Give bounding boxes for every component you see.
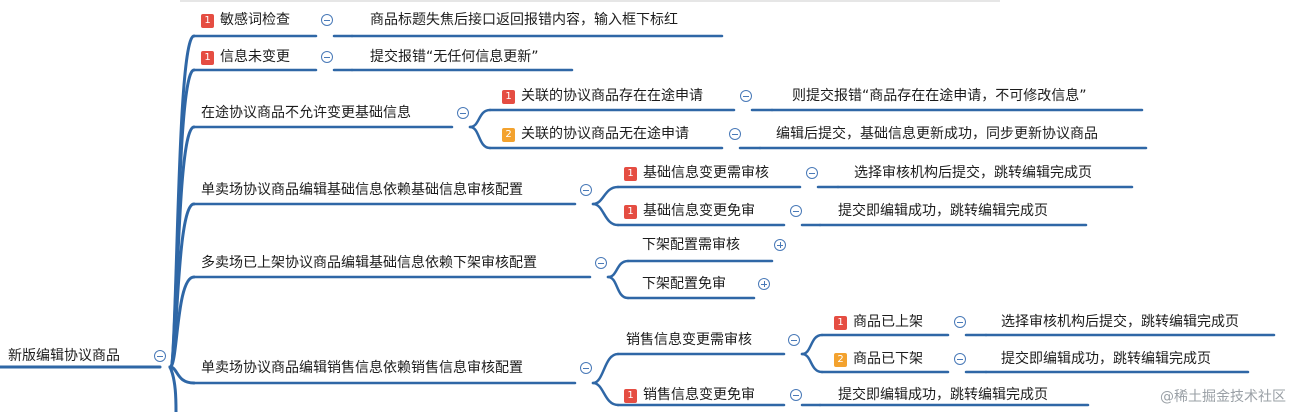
n3c2-collapse-icon[interactable] [729, 128, 741, 140]
n5c2-expand-icon[interactable] [758, 278, 770, 290]
node-single-base-info[interactable]: 单卖场协议商品编辑基础信息依赖基础信息审核配置 [201, 182, 523, 198]
node-in-transit-exists[interactable]: 1 关联的协议商品存在在途申请 [502, 86, 703, 106]
node-in-transit[interactable]: 在途协议商品不允许变更基础信息 [201, 105, 411, 121]
root-collapse-icon[interactable] [154, 350, 166, 362]
node-no-change[interactable]: 1 信息未变更 [201, 47, 290, 67]
n3-collapse-icon[interactable] [457, 107, 469, 119]
node-sensitive-words[interactable]: 1 敏感词检查 [201, 10, 290, 30]
node-label: 销售信息变更免审 [643, 387, 755, 403]
node-label: 关联的协议商品无在途申请 [521, 126, 689, 142]
root-node[interactable]: 新版编辑协议商品 [8, 348, 120, 364]
node-delist-review[interactable]: 下架配置需审核 [642, 237, 740, 253]
node-sales-info-review[interactable]: 销售信息变更需审核 [626, 332, 752, 348]
node-label: 关联的协议商品存在在途申请 [521, 88, 703, 104]
node-in-transit-none[interactable]: 2 关联的协议商品无在途申请 [502, 124, 689, 144]
top-divider [180, 0, 1000, 2]
node-label: 基础信息变更免审 [643, 203, 755, 219]
node-multi-base-info[interactable]: 多卖场已上架协议商品编辑基础信息依赖下架审核配置 [201, 255, 537, 271]
node-sales-info-exempt[interactable]: 1 销售信息变更免审 [624, 385, 755, 405]
priority-badge: 1 [624, 205, 637, 219]
link-root-down [168, 365, 178, 412]
n3c1-collapse-icon[interactable] [740, 90, 752, 102]
node-label: 商品已下架 [853, 351, 923, 367]
node-delisted[interactable]: 2 商品已下架 [834, 349, 923, 369]
leaf-sales-info-exempt[interactable]: 提交即编辑成功，跳转编辑完成页 [838, 387, 1048, 403]
leaf-base-info-review[interactable]: 选择审核机构后提交，跳转编辑完成页 [854, 165, 1092, 181]
link-root-n4 [168, 202, 196, 369]
n5-collapse-icon[interactable] [595, 257, 607, 269]
priority-badge: 1 [201, 51, 214, 65]
n6g2-collapse-icon[interactable] [954, 353, 966, 365]
link-root-n5 [168, 275, 196, 369]
n6g1-collapse-icon[interactable] [954, 316, 966, 328]
node-label: 敏感词检查 [220, 12, 290, 28]
node-single-sales-info[interactable]: 单卖场协议商品编辑销售信息依赖销售信息审核配置 [201, 360, 523, 376]
leaf-in-transit-none[interactable]: 编辑后提交，基础信息更新成功，同步更新协议商品 [776, 126, 1098, 142]
node-base-info-exempt[interactable]: 1 基础信息变更免审 [624, 201, 755, 221]
priority-badge: 1 [201, 14, 214, 28]
watermark: @稀土掘金技术社区 [1160, 389, 1286, 405]
node-label: 基础信息变更需审核 [643, 165, 769, 181]
leaf-delisted[interactable]: 提交即编辑成功，跳转编辑完成页 [1001, 351, 1211, 367]
node-delist-exempt[interactable]: 下架配置免审 [642, 276, 726, 292]
priority-badge: 1 [502, 90, 515, 104]
leaf-in-transit-exists[interactable]: 则提交报错“商品存在在途申请，不可修改信息” [792, 88, 1087, 104]
n4c1-collapse-icon[interactable] [806, 167, 818, 179]
priority-badge: 1 [624, 167, 637, 181]
node-label: 信息未变更 [220, 49, 290, 65]
n6c2-collapse-icon[interactable] [790, 389, 802, 401]
priority-badge: 1 [834, 316, 847, 330]
n6c1-collapse-icon[interactable] [788, 334, 800, 346]
n5c1-expand-icon[interactable] [774, 239, 786, 251]
leaf-sensitive-words[interactable]: 商品标题失焦后接口返回报错内容，输入框下标红 [370, 12, 678, 28]
leaf-listed[interactable]: 选择审核机构后提交，跳转编辑完成页 [1001, 314, 1239, 330]
leaf-no-change[interactable]: 提交报错“无任何信息更新” [370, 49, 539, 65]
node-label: 商品已上架 [853, 314, 923, 330]
n1-collapse-icon[interactable] [321, 14, 333, 26]
node-listed[interactable]: 1 商品已上架 [834, 312, 923, 332]
priority-badge: 2 [834, 353, 847, 367]
n4-collapse-icon[interactable] [580, 184, 592, 196]
priority-badge: 1 [624, 389, 637, 403]
n6-collapse-icon[interactable] [580, 362, 592, 374]
node-base-info-review[interactable]: 1 基础信息变更需审核 [624, 163, 769, 183]
leaf-base-info-exempt[interactable]: 提交即编辑成功，跳转编辑完成页 [838, 203, 1048, 219]
priority-badge: 2 [502, 128, 515, 142]
n4c2-collapse-icon[interactable] [790, 205, 802, 217]
n2-collapse-icon[interactable] [321, 51, 333, 63]
